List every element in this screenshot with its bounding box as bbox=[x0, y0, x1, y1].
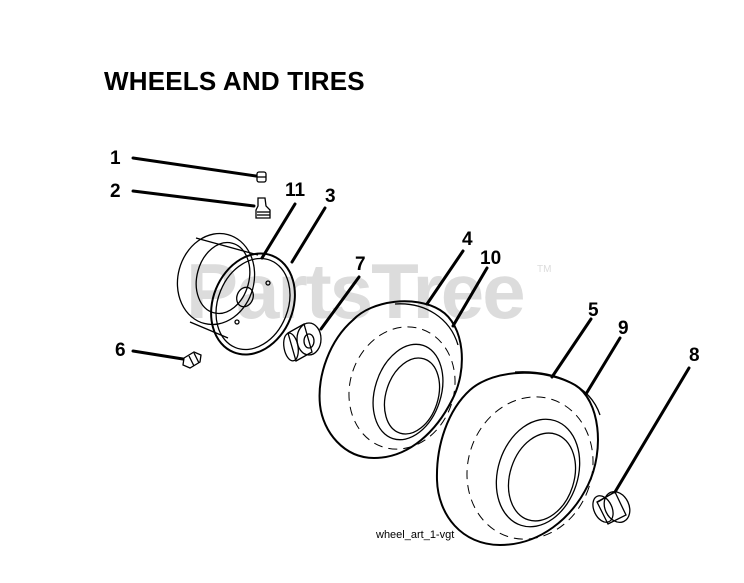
callout-8[interactable]: 8 bbox=[689, 345, 700, 366]
callout-11[interactable]: 11 bbox=[285, 180, 306, 201]
leader-line-6 bbox=[131, 349, 185, 361]
diagram-title: WHEELS AND TIRES bbox=[104, 66, 365, 96]
part-bushing[interactable] bbox=[282, 322, 322, 362]
callout-6[interactable]: 6 bbox=[115, 340, 126, 361]
watermark-trademark: TM bbox=[537, 264, 551, 275]
part-grease-fitting[interactable] bbox=[182, 351, 202, 369]
callout-2[interactable]: 2 bbox=[110, 181, 121, 202]
diagram-caption: wheel_art_1-vgt bbox=[376, 529, 455, 541]
part-valve-stem[interactable] bbox=[255, 197, 271, 219]
callout-1[interactable]: 1 bbox=[110, 148, 121, 169]
part-valve-cap[interactable] bbox=[256, 171, 267, 183]
leader-line-5 bbox=[550, 317, 593, 379]
leader-line-1 bbox=[131, 156, 258, 178]
callout-5[interactable]: 5 bbox=[588, 300, 599, 321]
watermark-text: PartsTree bbox=[186, 247, 524, 335]
leader-line-11 bbox=[260, 202, 297, 260]
callout-7[interactable]: 7 bbox=[355, 254, 366, 275]
leader-line-4 bbox=[425, 249, 465, 306]
callout-3[interactable]: 3 bbox=[325, 186, 336, 207]
leader-line-8 bbox=[613, 366, 691, 494]
leader-line-7 bbox=[319, 275, 361, 331]
leader-line-9 bbox=[584, 336, 622, 396]
callout-9[interactable]: 9 bbox=[618, 318, 629, 339]
part-rear-tire[interactable] bbox=[435, 371, 611, 556]
part-hub-cap[interactable] bbox=[589, 487, 635, 526]
part-rim[interactable] bbox=[167, 225, 309, 367]
leader-line-2 bbox=[131, 189, 256, 208]
callout-10[interactable]: 10 bbox=[480, 248, 501, 269]
callout-4[interactable]: 4 bbox=[462, 229, 473, 250]
leader-line-3 bbox=[290, 206, 327, 264]
part-front-tire[interactable] bbox=[318, 300, 471, 463]
leader-line-10 bbox=[451, 266, 489, 328]
